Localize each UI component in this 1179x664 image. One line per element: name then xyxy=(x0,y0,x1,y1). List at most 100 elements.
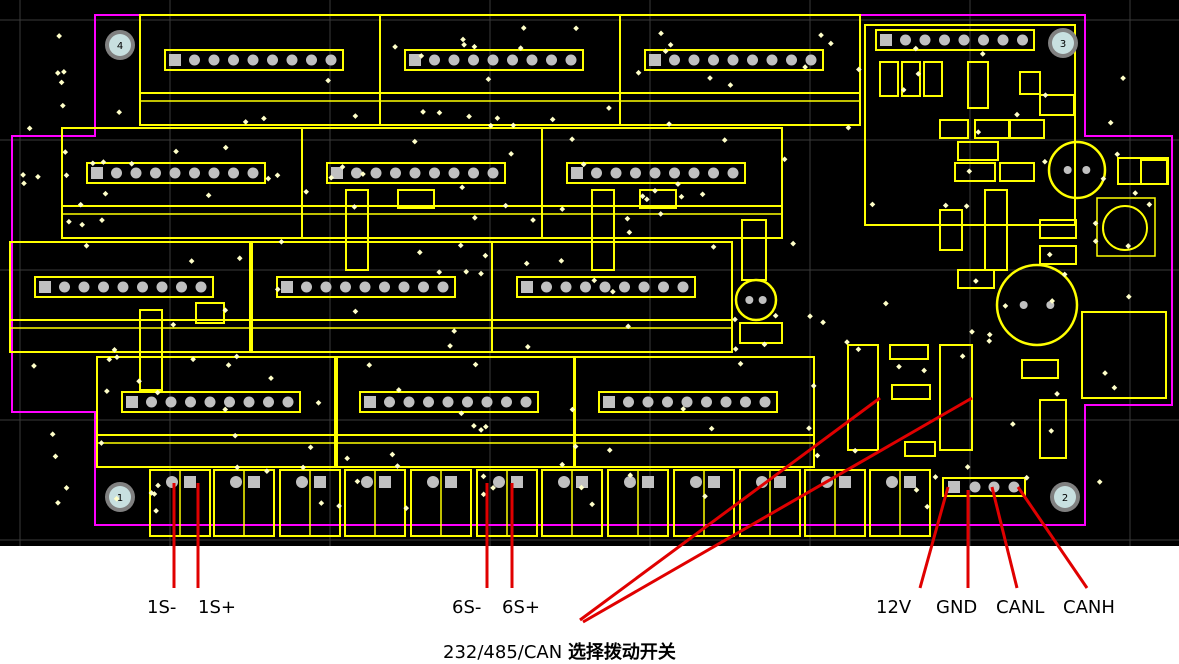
mounting-hole-pad xyxy=(1052,32,1074,54)
mcu-region xyxy=(864,24,1076,226)
capacitor-pad xyxy=(745,296,754,304)
via xyxy=(589,501,595,508)
pin-pad xyxy=(340,281,351,293)
can-connector-outline xyxy=(942,477,1026,497)
pin-pad xyxy=(228,167,239,179)
pin-pad-square xyxy=(126,396,138,408)
via xyxy=(855,346,862,353)
pin-header xyxy=(644,49,824,71)
pin-header xyxy=(598,391,778,413)
pin-pad xyxy=(228,54,239,66)
pin-pad xyxy=(468,167,479,179)
via xyxy=(732,316,738,323)
pin-pad-square xyxy=(91,167,103,179)
via xyxy=(855,66,862,73)
via xyxy=(573,25,579,32)
via xyxy=(315,399,322,406)
via xyxy=(986,331,993,338)
pin-pad xyxy=(384,396,395,408)
pin-pad-square xyxy=(169,54,181,66)
pin-pad-square xyxy=(571,167,583,179)
via xyxy=(627,472,634,479)
via xyxy=(79,221,85,228)
via xyxy=(502,202,509,209)
pin-pad xyxy=(429,167,440,179)
capacitor xyxy=(995,263,1079,347)
via xyxy=(447,343,453,349)
component-footprint xyxy=(1081,311,1167,399)
pin-pad xyxy=(619,281,630,293)
sensor-module xyxy=(379,14,621,126)
terminal-pad-square xyxy=(379,476,391,488)
pin-pad-square xyxy=(281,281,293,293)
via xyxy=(478,270,484,277)
pin-pad xyxy=(766,54,778,66)
via xyxy=(170,321,177,328)
top-header-outline xyxy=(875,29,1035,51)
pin-pad xyxy=(708,54,719,66)
via xyxy=(54,70,61,76)
capacitor-pad xyxy=(1082,166,1091,174)
via xyxy=(578,484,585,491)
pin-pad-square xyxy=(39,281,51,293)
capacitor xyxy=(734,278,778,322)
pin-pad xyxy=(437,281,449,293)
component-footprint xyxy=(889,344,929,360)
pin-pad-square xyxy=(603,396,615,408)
pin-pad xyxy=(448,54,460,66)
via xyxy=(494,115,501,121)
via xyxy=(1061,271,1068,278)
via xyxy=(480,491,487,498)
callout-line xyxy=(1016,486,1089,589)
component-footprint xyxy=(891,384,931,400)
can-pin xyxy=(1008,481,1020,493)
via xyxy=(530,217,536,223)
pin-pad xyxy=(786,54,797,66)
via xyxy=(969,328,975,335)
via xyxy=(274,172,281,179)
label-1s-plus: 1S+ xyxy=(198,597,236,618)
pin-pad xyxy=(165,396,177,408)
via xyxy=(644,196,650,203)
via xyxy=(480,473,487,480)
terminal-pad xyxy=(361,476,373,488)
terminal-pad xyxy=(756,476,768,488)
via xyxy=(420,109,426,115)
pin-pad xyxy=(176,281,187,293)
via xyxy=(478,427,484,433)
pin-pad xyxy=(59,281,70,293)
via xyxy=(658,30,664,37)
via xyxy=(790,240,796,247)
pin-pad xyxy=(487,54,499,66)
via xyxy=(559,206,566,212)
board-background xyxy=(0,0,1179,546)
pin-pad xyxy=(487,167,499,179)
via xyxy=(436,269,443,275)
via xyxy=(482,252,489,259)
terminal-pad xyxy=(230,476,242,488)
via xyxy=(802,64,808,70)
component-footprint xyxy=(954,162,996,182)
via xyxy=(471,214,478,221)
pin-pad xyxy=(649,167,661,179)
pin-pad-square xyxy=(409,54,421,66)
terminal-block xyxy=(410,469,472,537)
terminal-block xyxy=(804,469,866,537)
via xyxy=(98,440,105,446)
via xyxy=(339,164,346,170)
pin-pad xyxy=(146,396,157,408)
via xyxy=(1120,75,1126,82)
via xyxy=(1126,293,1132,300)
can-pin-square xyxy=(948,481,960,493)
pin-pad xyxy=(325,54,337,66)
pin-pad xyxy=(320,281,332,293)
via xyxy=(395,387,402,393)
via xyxy=(1100,175,1107,182)
via xyxy=(737,360,744,367)
component-footprint xyxy=(999,162,1035,182)
via xyxy=(114,354,120,361)
top-header-pin xyxy=(900,34,911,46)
component-footprint xyxy=(967,61,989,109)
pin-header xyxy=(566,162,746,184)
